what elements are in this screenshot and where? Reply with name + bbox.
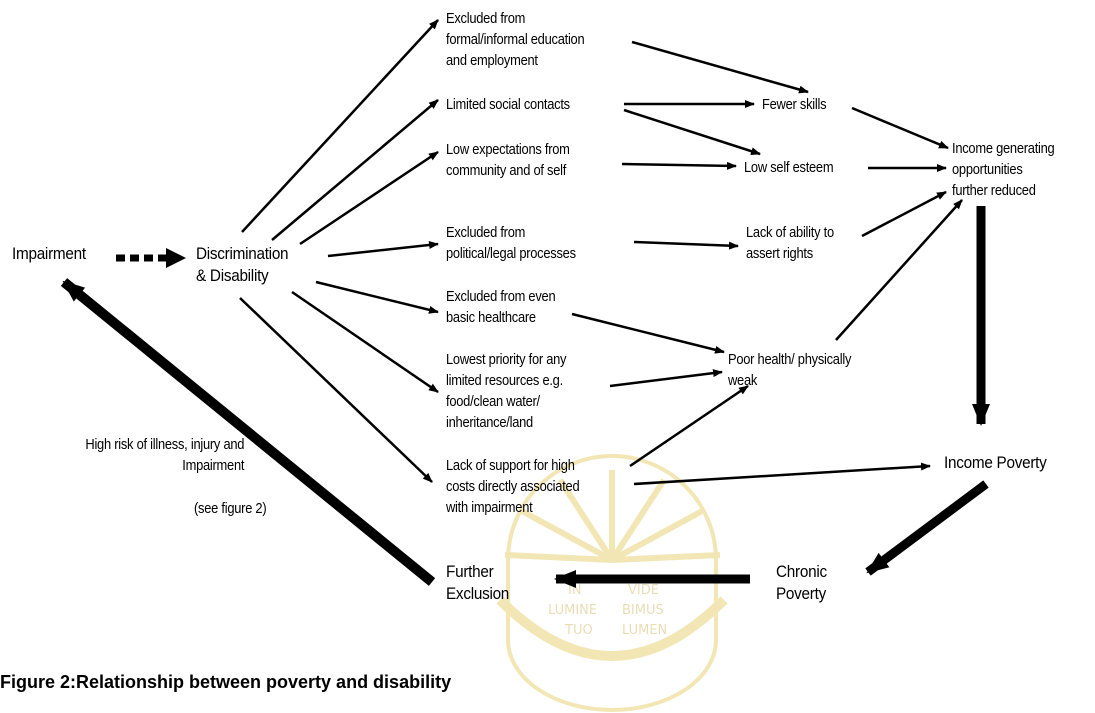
crest-word-vide: VIDE [628,583,659,598]
node-poor-health: Poor health/ physically weak [728,351,852,389]
node-fewer-skills: Fewer skills [762,96,827,113]
node-limited-social-contacts: Limited social contacts [446,96,570,113]
cause-arrows [571,40,963,486]
node-income-opportunities: Income generating opportunities further … [952,140,1055,199]
discrimination-fan-arrows [239,19,439,483]
node-lack-ability-assert-rights: Lack of ability to assert rights [746,224,834,262]
crest-word-lumine: LUMINE [548,603,597,618]
node-excluded-education: Excluded from formal/informal education … [446,10,585,69]
crest-word-lumen: LUMEN [622,623,667,638]
node-low-self-esteem: Low self esteem [744,159,834,176]
node-lack-support: Lack of support for high costs directly … [446,457,580,516]
university-crest-watermark: IN VIDE LUMINE BIMUS TUO LUMEN [496,454,728,712]
node-discrimination-disability: Discrimination & Disability [196,244,289,285]
arrow-impairment-to-discrimination-head [166,248,186,268]
label-see-figure: (see figure 2) [194,500,267,517]
crest-word-tuo: TUO [564,623,593,638]
node-chronic-poverty: Chronic Poverty [776,562,827,603]
crest-word-in: IN [568,583,582,598]
node-income-poverty: Income Poverty [944,453,1047,472]
crest-word-bimus: BIMUS [622,603,664,618]
node-lowest-priority: Lowest priority for any limited resource… [446,351,567,431]
node-impairment: Impairment [12,244,86,263]
node-excluded-healthcare: Excluded from even basic healthcare [446,288,556,326]
figure-caption: Figure 2:Relationship between poverty an… [0,672,452,692]
node-excluded-political: Excluded from political/legal processes [446,224,576,262]
node-low-expectations: Low expectations from community and of s… [446,141,570,179]
poverty-cycle-arrows [60,206,990,588]
label-high-risk: High risk of illness, injury and Impairm… [85,436,245,474]
node-further-exclusion: Further Exclusion [446,562,510,603]
